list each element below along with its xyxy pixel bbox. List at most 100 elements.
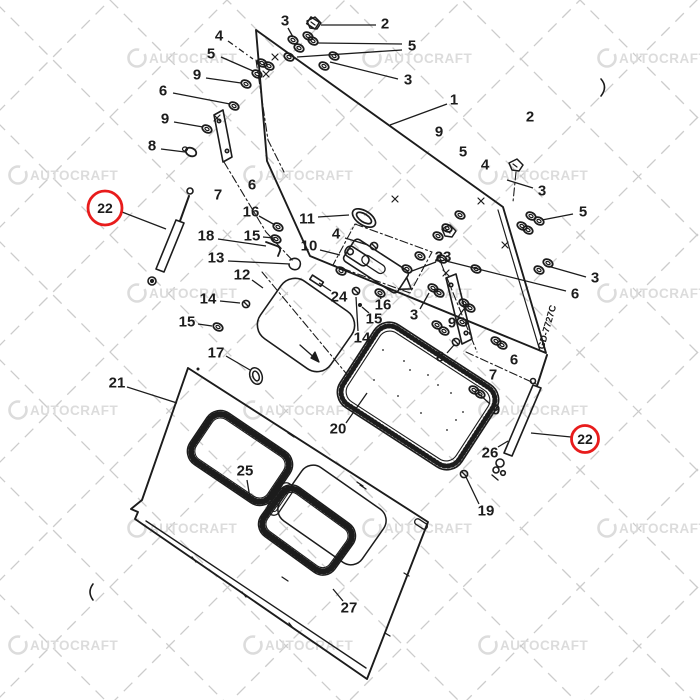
leader-line [446,344,455,354]
callout-27: 27 [341,600,358,617]
leader-line [541,213,574,221]
glass-speckles [373,349,464,431]
watermark-text: AUTOCRAFT [619,286,700,301]
leader-lines [121,24,587,602]
leader-line [121,211,167,230]
watermark: AUTOCRAFT [362,48,472,68]
leader-line [160,148,186,153]
watermark-logo-icon [362,48,382,68]
callout-9: 9 [492,402,500,419]
leader-line [389,103,448,126]
callout-3: 3 [281,13,289,30]
callout-6: 6 [571,286,579,303]
leader-line [332,588,344,602]
lattice-line [349,349,700,700]
leader-line [457,308,465,318]
watermark-logo-icon [127,48,147,68]
watermark: AUTOCRAFT [362,518,472,538]
leader-line [419,292,430,310]
watermark-text: AUTOCRAFT [30,403,118,418]
leader-line [173,121,204,128]
fastener [317,59,331,73]
callout-2: 2 [381,16,389,33]
callout-5: 5 [207,46,215,63]
leader-line [361,306,370,314]
watermark: AUTOCRAFT [127,518,237,538]
callout-3: 3 [404,72,412,89]
callout-4: 4 [332,226,341,243]
left-gas-strut [147,187,194,286]
leader-line [219,300,241,304]
lattice-line [579,0,700,121]
watermark-logo-icon [8,635,28,655]
fastener [431,229,445,243]
fastener [292,41,306,55]
leader-line [329,61,399,80]
highlight-circle [86,189,124,227]
callout-4: 4 [481,157,490,174]
callout-10: 10 [301,238,318,255]
lattice-line [109,0,700,591]
callout-9: 9 [193,67,201,84]
right-gas-strut [491,354,548,481]
fastener [306,34,320,48]
callout-5: 5 [579,204,587,221]
fastener [269,232,283,246]
watermark: AUTOCRAFT [478,635,588,655]
leader-line [220,56,254,72]
callout-15: 15 [244,228,261,245]
leader-line [355,296,359,332]
fastener [495,338,509,352]
fastener [334,264,348,278]
leader-line [262,236,275,239]
fastener [524,209,538,223]
leader-line [225,355,251,371]
lattice-line [114,114,700,700]
watermark-text: AUTOCRAFT [265,403,353,418]
callout-9: 9 [448,315,456,332]
leader-line [287,27,294,38]
leader-line [317,42,403,45]
lattice-line [0,594,106,700]
watermark-layer: AUTOCRAFT AUTOCRAFT AUTOCRAFT AUTOCRAFT AUTO… [8,48,700,655]
callout-16: 16 [243,204,260,221]
watermark-text: AUTOCRAFT [500,403,588,418]
watermark: AUTOCRAFT [127,283,237,303]
callout-4: 4 [215,28,224,45]
callout-7: 7 [214,187,222,204]
spring-clip [288,257,302,271]
leader-line [246,479,251,499]
fastener [271,220,285,234]
lattice-line [0,241,459,700]
callout-3: 3 [591,270,599,287]
leader-line [379,295,382,300]
leader-line [251,279,264,289]
lower-cab-panel [130,367,429,680]
callout-3: 3 [410,307,418,324]
watermark-text: AUTOCRAFT [149,521,237,536]
leader-line [477,392,491,405]
leader-line [172,92,231,105]
watermark-logo-icon [127,518,147,538]
callout-11: 11 [299,211,315,228]
leader-line [217,238,267,247]
leader-line [126,386,178,404]
leader-line [296,49,403,58]
watermark: AUTOCRAFT [597,518,700,538]
callout-8: 8 [148,138,156,155]
fastener [413,249,427,263]
watermark-text: AUTOCRAFT [384,51,472,66]
small-window-glass [256,277,356,373]
leader-line [205,77,242,84]
fastener [227,99,241,113]
callout-22: 22 [97,200,113,216]
callout-14: 14 [354,330,371,347]
fastener [430,318,444,332]
watermark-logo-icon [243,635,263,655]
callout-25: 25 [237,463,254,480]
callout-16: 16 [375,297,392,314]
fastener [532,263,546,277]
